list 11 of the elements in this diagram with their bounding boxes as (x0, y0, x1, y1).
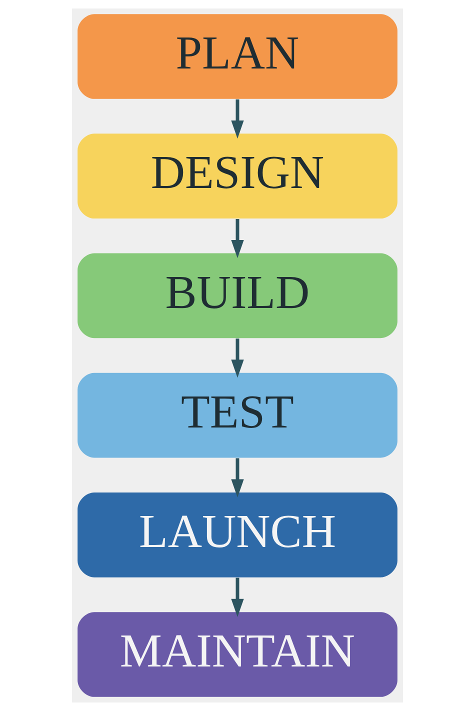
arrow (230, 458, 244, 498)
arrow (230, 338, 244, 378)
node-box: BUILD (77, 253, 397, 338)
arrow (230, 99, 244, 139)
node-box: PLAN (77, 14, 397, 99)
arrow (230, 578, 244, 617)
arrow (230, 219, 244, 258)
node-box: DESIGN (77, 134, 397, 218)
node-box: TEST (77, 372, 397, 458)
node-box: LAUNCH (77, 492, 397, 578)
node-box: MAINTAIN (77, 612, 397, 697)
